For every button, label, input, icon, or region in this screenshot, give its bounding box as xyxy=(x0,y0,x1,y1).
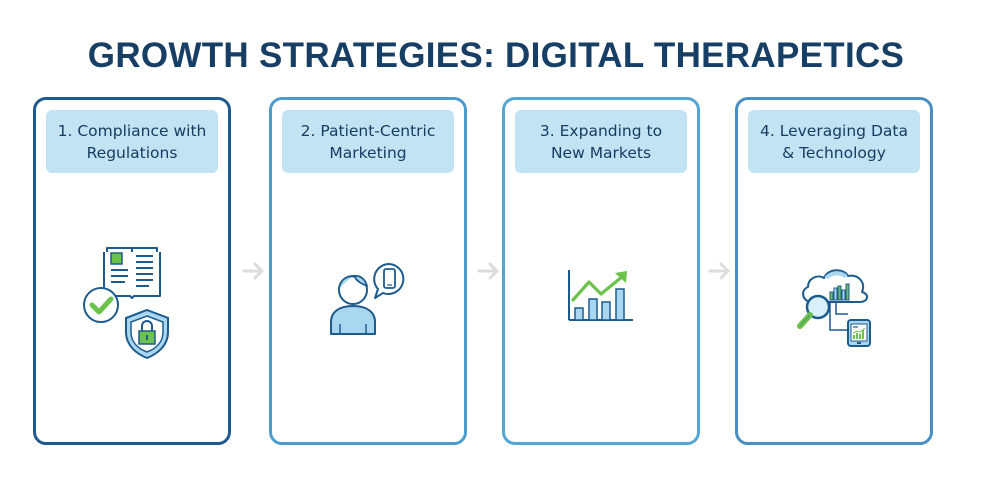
diagram-title: GROWTH STRATEGIES: DIGITAL THERAPETICS xyxy=(87,36,905,75)
step-header: 1. Compliance with Regulations xyxy=(46,110,218,173)
arrow-right-icon xyxy=(242,262,264,280)
growth-bar-chart-icon xyxy=(568,270,633,321)
step-header: 4. Leveraging Data & Technology xyxy=(748,110,920,173)
step-card-data-technology: 4. Leveraging Data & Technology xyxy=(735,97,933,445)
person-speech-phone-icon xyxy=(330,263,405,335)
book-check-shield-lock-icon xyxy=(83,247,169,360)
step-card-compliance: 1. Compliance with Regulations xyxy=(33,97,231,445)
cloud-analytics-magnifier-tablet-icon xyxy=(797,269,871,347)
arrow-right-icon xyxy=(708,262,730,280)
step-card-new-markets: 3. Expanding to New Markets xyxy=(502,97,700,445)
step-header: 3. Expanding to New Markets xyxy=(515,110,687,173)
step-header: 2. Patient-Centric Marketing xyxy=(282,110,454,173)
step-card-patient-marketing: 2. Patient-Centric Marketing xyxy=(269,97,467,445)
arrow-right-icon xyxy=(477,262,499,280)
